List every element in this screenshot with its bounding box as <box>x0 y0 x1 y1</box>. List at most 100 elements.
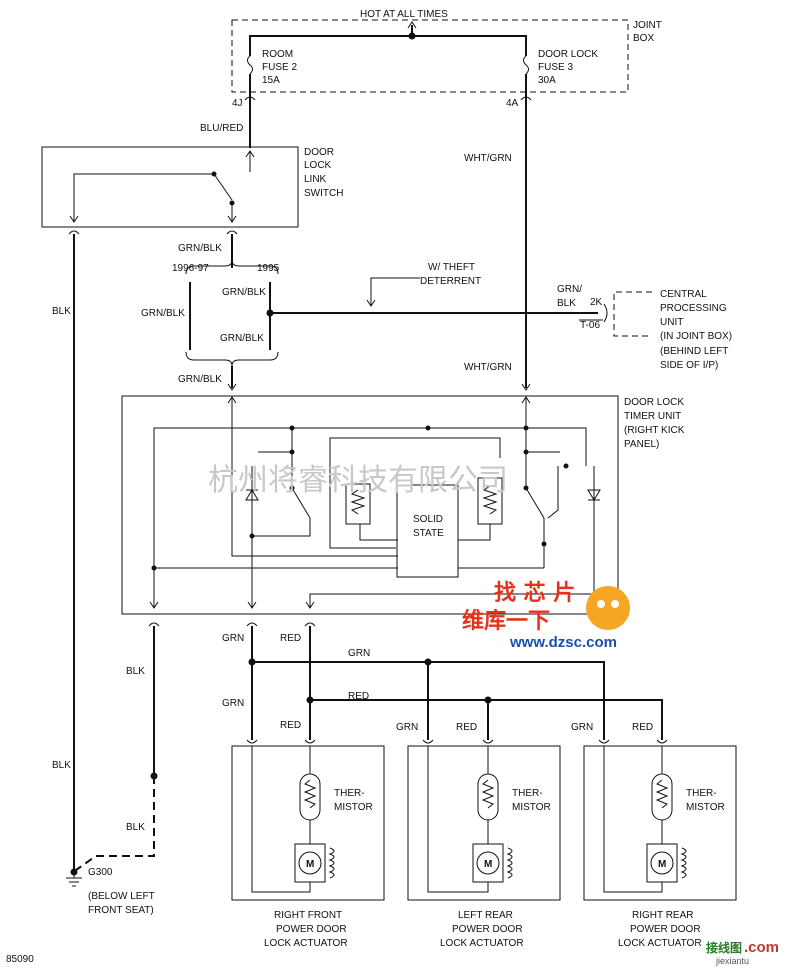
theft-leader <box>370 277 420 306</box>
wht-grn-label-2: WHT/GRN <box>464 362 512 373</box>
link-switch-input <box>245 150 255 172</box>
actuator-rr-grn-path <box>603 746 663 893</box>
actuator-lr-box <box>407 745 561 901</box>
door-fuse-label-2: FUSE 3 <box>538 62 573 73</box>
left-relay-contact <box>252 487 311 537</box>
actuator-rr-connectors <box>598 739 668 744</box>
motor-rf-winding <box>328 847 335 879</box>
corner-brand-text: 接线图 <box>706 940 742 955</box>
thermistor-rf-icon <box>299 773 321 821</box>
motor-rf-icon <box>298 851 322 875</box>
room-fuse-label-2: FUSE 2 <box>262 62 297 73</box>
right-relay-contact <box>525 487 545 568</box>
logo-top-text: 找 芯 片 <box>494 581 575 606</box>
theft-arrow <box>366 299 376 307</box>
thermistor-rf-label-2: MISTOR <box>334 802 373 813</box>
blk-optional-wire <box>75 776 155 871</box>
actuator-rf-grn-path <box>251 746 311 893</box>
joint-box-connectors <box>244 96 532 101</box>
theft-label-2: DETERRENT <box>420 276 481 287</box>
year-brace-bottom <box>185 351 279 367</box>
link-switch-common <box>73 173 214 222</box>
cpu-connector <box>603 303 608 323</box>
joint-box-outline <box>231 19 629 93</box>
blk-label-4: BLK <box>126 822 145 833</box>
act-rr-label-2: POWER DOOR <box>630 924 701 935</box>
room-fuse-label-3: 15A <box>262 75 280 86</box>
year-1995-label: 1995 <box>257 263 280 274</box>
grn-label-3: GRN <box>396 722 418 733</box>
door-fuse-symbol <box>523 55 529 75</box>
cpu-label-3: UNIT <box>660 317 683 328</box>
right-relay-top <box>563 463 569 469</box>
logo-eye-left <box>597 600 605 608</box>
cpu-label-5: (BEHIND LEFT <box>660 346 728 357</box>
link-switch-label-2: LOCK <box>304 160 332 171</box>
grn-blk-a-label: GRN/BLK <box>141 308 185 319</box>
right-relay-coil <box>482 485 498 515</box>
grn-splice-1 <box>248 658 256 666</box>
corner-dotcom-text: .com <box>744 939 779 956</box>
link-switch-label-1: DOOR <box>304 147 334 158</box>
actuator-rf-connectors <box>246 739 316 744</box>
motor-rf-housing <box>294 843 326 883</box>
year-brace-top <box>185 259 279 275</box>
g300-label-2: (BELOW LEFT <box>88 891 155 902</box>
ground-node <box>151 565 157 571</box>
coil-links <box>329 498 491 549</box>
act-rf-label-1: RIGHT FRONT <box>274 910 342 921</box>
logo-mid-text: 维库一下 <box>462 608 550 634</box>
grn-blk-c-label: GRN/BLK <box>220 333 264 344</box>
logo-eye-right <box>611 600 619 608</box>
left-relay-node <box>249 533 255 539</box>
corner-brand: 接线图 .com jiexiantu <box>706 939 779 966</box>
link-switch-label-4: SWITCH <box>304 188 343 199</box>
actuator-rf-box <box>231 745 385 901</box>
grn-label-1: GRN <box>222 633 244 644</box>
actuator-rr-box <box>583 745 737 901</box>
motor-rr-icon <box>650 851 674 875</box>
cpu-box <box>613 291 652 337</box>
timer-output-connectors <box>148 622 316 627</box>
grn-bus-label: GRN <box>348 648 370 659</box>
room-fuse-symbol <box>247 55 253 75</box>
relay-feeds <box>291 428 527 488</box>
motor-lr-housing <box>472 843 504 883</box>
grn-label-2: GRN <box>222 698 244 709</box>
hot-at-all-times-label: HOT AT ALL TIMES <box>360 9 448 20</box>
cpu-label-2: PROCESSING <box>660 303 727 314</box>
left-relay-pivot <box>289 485 295 491</box>
grn-blk-top-label: GRN/BLK <box>178 243 222 254</box>
timer-output-arrows <box>149 601 315 609</box>
room-fuse-label-1: ROOM <box>262 49 293 60</box>
act-rf-label-2: POWER DOOR <box>276 924 347 935</box>
blu-red-label: BLU/RED <box>200 123 243 134</box>
joint-box-label-2: BOX <box>633 33 654 44</box>
right-relay-pivot <box>523 485 529 491</box>
door-fuse-label-1: DOOR LOCK <box>538 49 598 60</box>
joint-box-label-1: JOINT <box>633 20 662 31</box>
red-bus <box>310 699 663 740</box>
right-relay-node <box>541 541 547 547</box>
cpu-wire-label-2: BLK <box>557 298 576 309</box>
hot-bus <box>249 35 527 42</box>
grn-blk-b-label: GRN/BLK <box>222 287 266 298</box>
wht-grn-label-1: WHT/GRN <box>464 153 512 164</box>
timer-label-4: PANEL) <box>624 439 659 450</box>
pin-4j-label: 4J <box>232 98 243 109</box>
red-label-4: RED <box>632 722 653 733</box>
theft-label-1: W/ THEFT <box>428 262 475 273</box>
year-1996-97-label: 1996-97 <box>172 263 209 274</box>
act-rf-label-3: LOCK ACTUATOR <box>264 938 348 949</box>
g300-label-3: FRONT SEAT) <box>88 905 154 916</box>
pin-t06-label: T-06 <box>580 320 600 331</box>
motor-rr-winding <box>680 847 687 879</box>
thermistor-rf-label-1: THER- <box>334 788 365 799</box>
watermark-text: 杭州将睿科技有限公司 <box>208 463 508 498</box>
thermistor-rr-element <box>655 779 669 809</box>
timer-grn-blk-input <box>227 396 398 557</box>
figure-number: 85090 <box>6 954 34 965</box>
g300-label-1: G300 <box>88 867 113 878</box>
motor-rr-housing <box>646 843 678 883</box>
